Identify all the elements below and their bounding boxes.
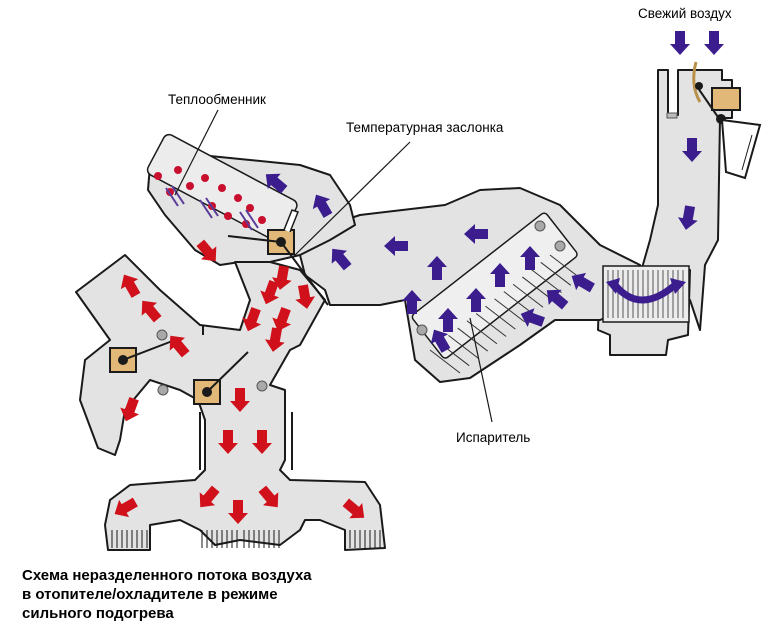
arrow-icon-hot-air [141, 300, 162, 323]
evaporator-fin [429, 349, 461, 374]
evaporator-fin [448, 334, 479, 359]
arrow-icon-cold-air [265, 173, 288, 194]
caption-line: Схема неразделенного потока воздуха [22, 567, 312, 584]
arrow-icon-cold-air [427, 256, 447, 280]
arrow-icon-cold-air [464, 224, 488, 244]
blower-fan [602, 265, 690, 323]
evaporator-fin [531, 269, 562, 294]
arrow-icon-cold-air [571, 272, 595, 293]
label-evaporator: Испаритель [456, 430, 530, 445]
leader-evaporator [469, 317, 493, 423]
diagram-caption: Схема неразделенного потока воздуха в от… [22, 566, 442, 623]
arrow-icon-cold-air [430, 329, 451, 353]
evaporator-fin [522, 276, 553, 301]
evaporator-fin [485, 305, 516, 330]
arrow-icon-cold-air [670, 31, 690, 55]
damper-icon [109, 347, 137, 373]
evaporator-fin [512, 283, 544, 308]
arrow-icon-cold-air [677, 205, 698, 230]
sensor-dot-icon [157, 384, 169, 396]
arrow-icon-hot-air [114, 497, 138, 518]
arrow-icon-hot-air [295, 284, 316, 309]
label-fresh-air: Свежий воздух [638, 6, 732, 21]
sensor-dot-icon [256, 380, 268, 392]
evaporator-fin [457, 327, 488, 352]
arrow-icon-hot-air [260, 280, 280, 305]
arrow-icon-cold-air [438, 308, 458, 332]
mixing-duct [75, 254, 386, 551]
arrow-icon-cold-air [520, 308, 545, 328]
leader-temp-flap [291, 141, 411, 259]
heat-exchanger-core [146, 133, 298, 242]
heater-tube-dot [234, 194, 242, 202]
arrow-icon-hot-air [228, 500, 248, 524]
sensor-dot-icon [554, 240, 566, 252]
arrow-icon-hot-air [252, 430, 272, 454]
leader-heat-exchanger [174, 109, 219, 196]
evaporator-fin [549, 254, 581, 279]
heater-tube-dot [218, 184, 226, 192]
arrow-icon-cold-air [466, 288, 486, 312]
temperature-flap [227, 209, 329, 306]
sensor-dot-icon [534, 220, 546, 232]
arrow-icon-hot-air [218, 430, 238, 454]
evaporator-fin [475, 313, 507, 337]
label-heat-exchanger: Теплообменник [168, 92, 266, 107]
arrow-icon-cold-air [402, 290, 422, 314]
sensor-dot-icon [156, 329, 168, 341]
arrow-icon-hot-air [120, 274, 141, 298]
heater-tube-dot [242, 220, 250, 228]
arrow-icon-hot-air [120, 397, 140, 422]
arrow-icon-hot-air [196, 239, 217, 262]
heater-tube-dot [246, 204, 254, 212]
outlet-vents [111, 530, 381, 548]
arrow-icon-hot-air [230, 388, 250, 412]
caption-line: сильного подогрева [22, 605, 174, 622]
cold-air-flow [265, 31, 724, 353]
evaporator-core [411, 212, 581, 374]
fresh-air-flap [666, 61, 762, 180]
arrow-icon-cold-air [520, 246, 540, 270]
arrow-icon-hot-air [242, 307, 262, 332]
arrow-icon-hot-air [199, 485, 220, 508]
hot-air-flow [114, 239, 365, 524]
arrow-icon-cold-air [490, 263, 510, 287]
heater-tube-dot [224, 212, 232, 220]
heater-tube-dot [174, 166, 182, 174]
heater-tube-dot [258, 216, 266, 224]
arrow-icon-hot-air [272, 307, 292, 332]
arrow-icon-hot-air [258, 485, 279, 508]
label-temperature-flap: Температурная заслонка [346, 120, 504, 135]
sensor-dot-icon [416, 324, 428, 336]
left-outlet-flap [109, 339, 176, 373]
arrow-icon-cold-air [546, 289, 569, 310]
center-outlet-flap [193, 351, 249, 405]
arrow-icon-cold-air [682, 138, 702, 162]
evaporator-fin [540, 261, 572, 286]
damper-icon [711, 87, 741, 111]
heater-tube-dot [201, 174, 209, 182]
caption-line: в отопителе/охладителе в режиме [22, 586, 278, 603]
arrow-icon-hot-air [342, 498, 365, 519]
arrow-icon-hot-air [264, 327, 285, 352]
evaporator-fin [494, 298, 525, 323]
arrow-icon-cold-air [384, 236, 408, 256]
arrow-icon-cold-air [704, 31, 724, 55]
arrow-icon-cold-air [312, 194, 333, 218]
heater-tube-dot [154, 172, 162, 180]
heater-tube-dot [186, 182, 194, 190]
arrow-icon-cold-air [331, 248, 352, 271]
arrow-icon-hot-air [169, 335, 190, 358]
